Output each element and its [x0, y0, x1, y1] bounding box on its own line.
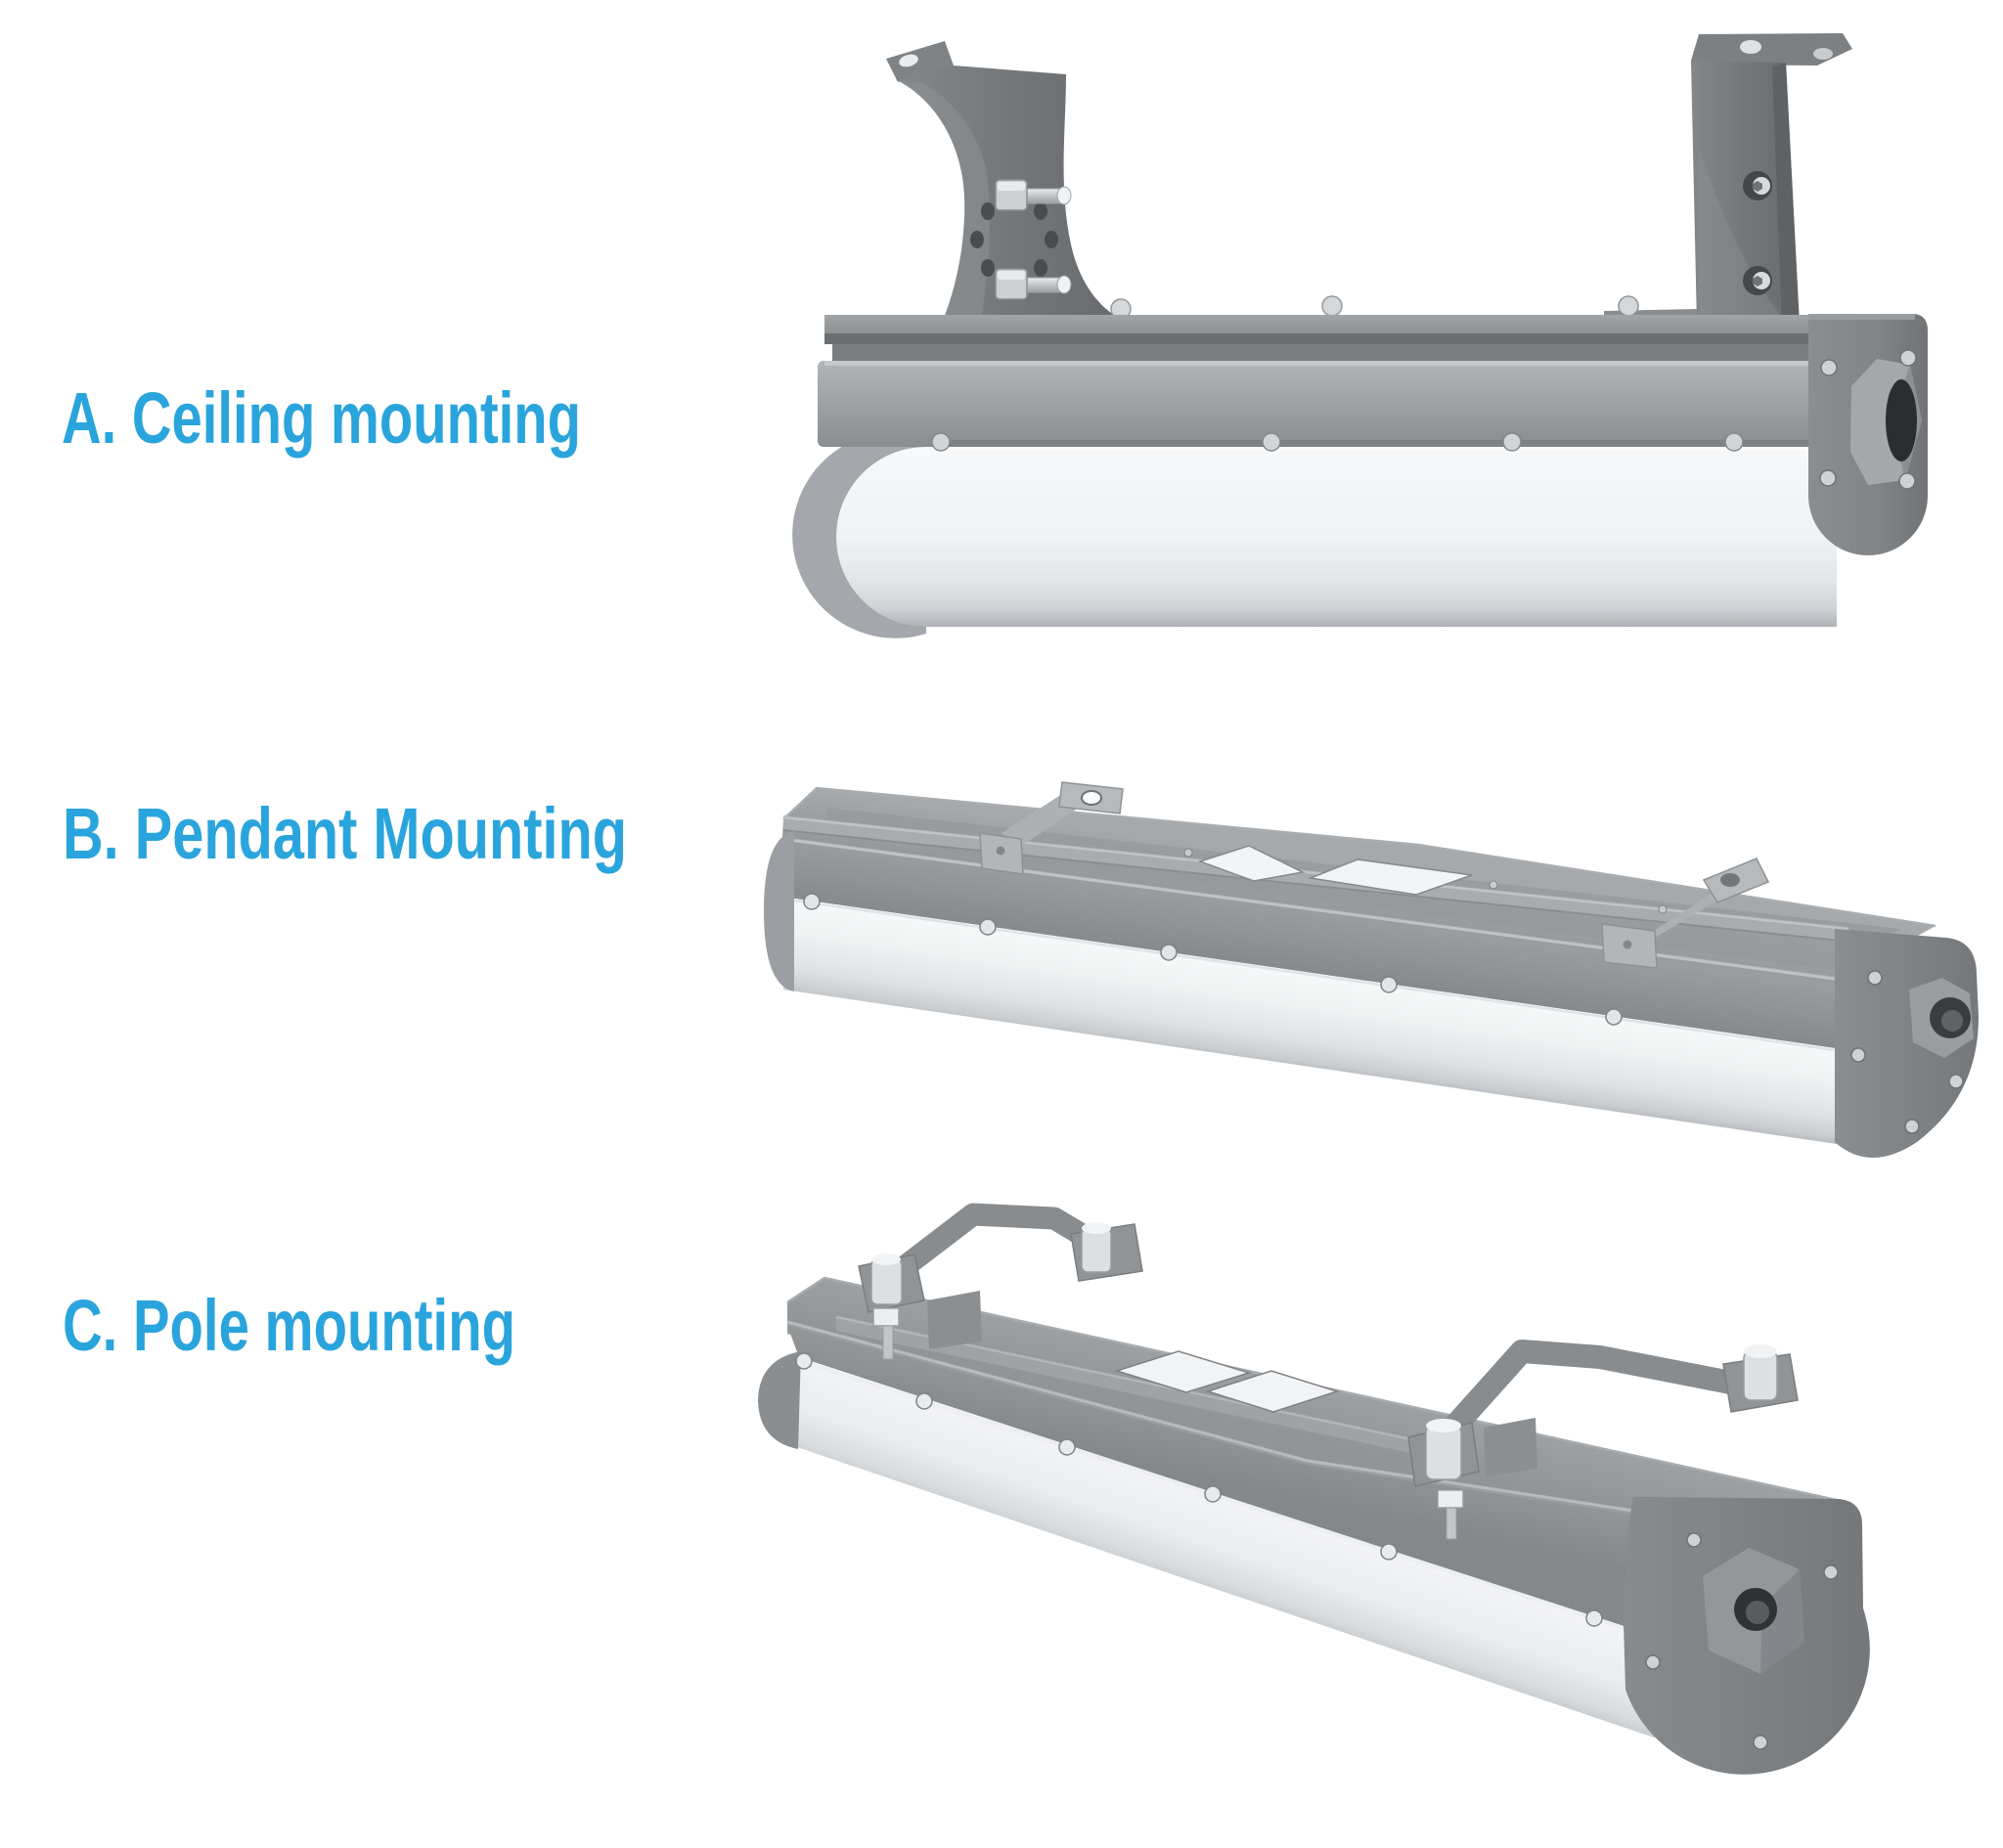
svg-text:C. Pole mounting: C. Pole mounting: [63, 1285, 515, 1366]
svg-text:B. Pendant Mounting: B. Pendant Mounting: [63, 793, 627, 874]
svg-text:A. Ceiling mounting: A. Ceiling mounting: [62, 377, 581, 459]
